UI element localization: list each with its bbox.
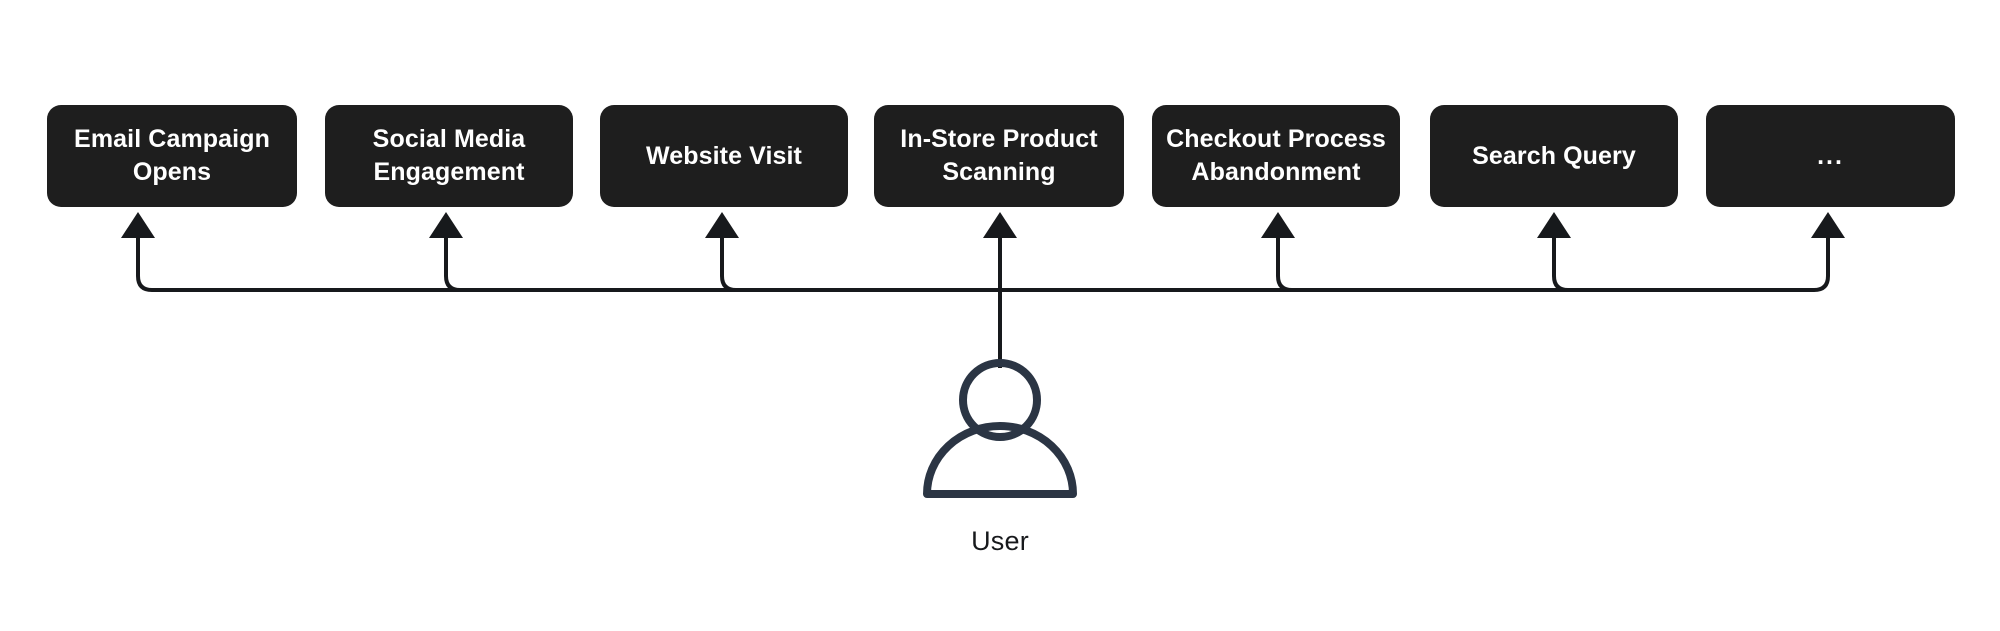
node-label: Website Visit [646,141,802,170]
node-email-campaign-opens[interactable]: Email Campaign Opens [47,105,297,207]
node-in-store-product-scanning[interactable]: In-Store Product Scanning [874,105,1124,207]
node-label: In-Store Product Scanning [900,125,1098,186]
node-label: Checkout Process Abandonment [1166,125,1386,186]
node-label: ... [1817,141,1844,170]
node-label: Email Campaign Opens [74,125,270,186]
node-more-ellipsis[interactable]: ... [1706,105,1955,207]
node-checkout-process-abandonment[interactable]: Checkout Process Abandonment [1152,105,1400,207]
node-search-query[interactable]: Search Query [1430,105,1678,207]
node-social-media-engagement[interactable]: Social Media Engagement [325,105,573,207]
user-person-icon [923,359,1077,498]
node-label: Social Media Engagement [372,125,526,186]
actor-caption: User [971,526,1029,556]
node-website-visit[interactable]: Website Visit [600,105,848,207]
node-label: Search Query [1472,141,1636,170]
